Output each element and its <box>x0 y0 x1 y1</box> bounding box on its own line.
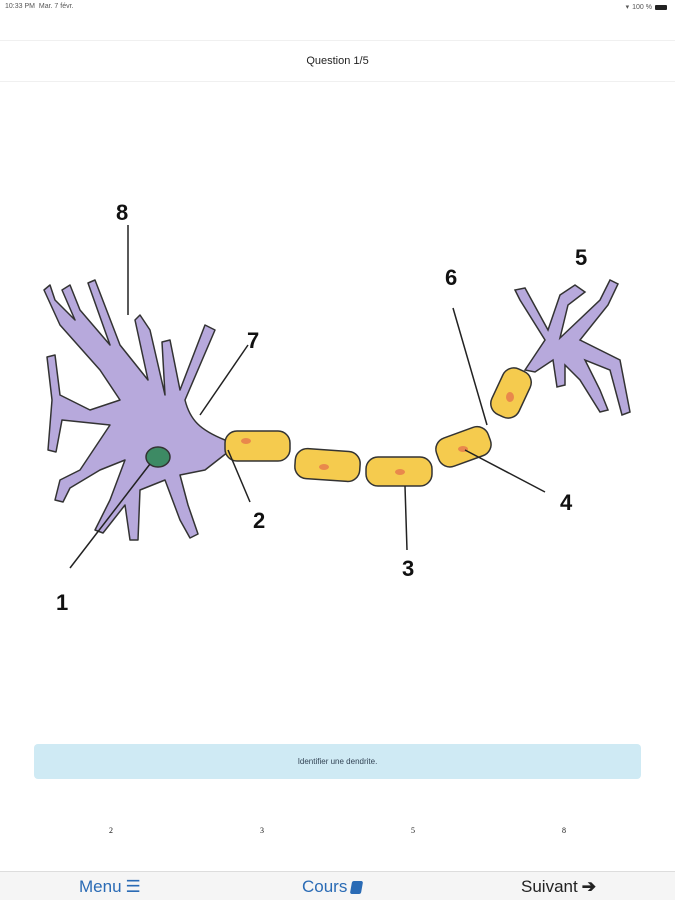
answer-choices: 2 3 5 8 <box>0 826 675 842</box>
label-6: 6 <box>445 265 457 290</box>
label-1: 1 <box>56 590 68 615</box>
question-prompt: Identifier une dendrite. <box>34 744 641 779</box>
wifi-icon: ▾ <box>625 4 630 11</box>
page-title: Question 1/5 <box>0 40 675 82</box>
choice-3[interactable]: 3 <box>260 826 264 835</box>
status-time-date: 10:33 PM Mar. 7 févr. <box>5 3 74 10</box>
bottom-toolbar: Menu☰ Cours Suivant➔ <box>0 871 675 900</box>
myelin-sheaths <box>224 367 532 487</box>
battery-icon <box>655 4 667 10</box>
label-8: 8 <box>116 200 128 225</box>
choice-2[interactable]: 2 <box>109 826 113 835</box>
diagram-labels: 1 2 3 4 5 6 7 8 <box>56 200 587 615</box>
status-bar: 10:33 PM Mar. 7 févr. ▾100 % <box>0 0 675 14</box>
leader-lines <box>69 225 546 569</box>
nucleus <box>145 446 171 468</box>
arrow-right-icon: ➔ <box>581 877 596 896</box>
label-4: 4 <box>560 490 573 515</box>
label-5: 5 <box>575 245 587 270</box>
neuron-diagram: 1 2 3 4 5 6 7 8 <box>43 200 631 615</box>
choice-8[interactable]: 8 <box>562 826 566 835</box>
label-3: 3 <box>402 556 414 581</box>
label-7: 7 <box>247 328 259 353</box>
battery-percent: 100 % <box>632 3 652 11</box>
choice-5[interactable]: 5 <box>411 826 415 835</box>
axon-terminals <box>513 278 631 416</box>
neuron-cell-body <box>43 279 229 541</box>
menu-button[interactable]: Menu☰ <box>79 877 141 896</box>
book-icon <box>350 880 364 894</box>
hamburger-icon: ☰ <box>125 877 141 896</box>
suivant-button[interactable]: Suivant➔ <box>521 877 596 896</box>
cours-button[interactable]: Cours <box>302 877 364 897</box>
label-2: 2 <box>253 508 265 533</box>
